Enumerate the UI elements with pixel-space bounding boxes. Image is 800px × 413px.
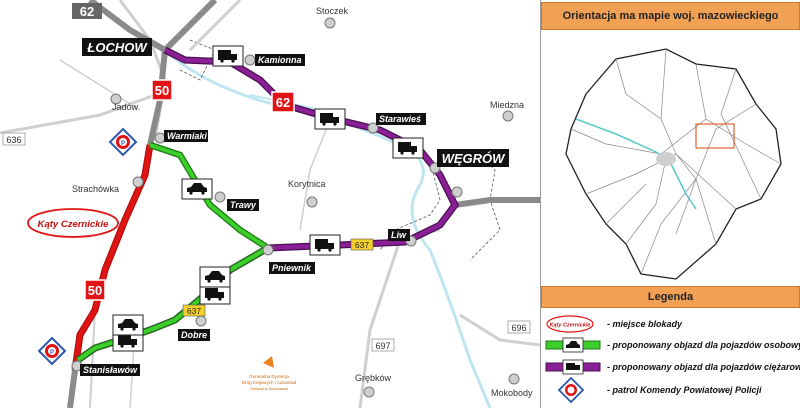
blockade-marker: Kąty Czernickie (27, 208, 119, 238)
svg-text:Dróg Krajowych i Autostrad: Dróg Krajowych i Autostrad (242, 380, 297, 385)
place-miedzna: Miedzna (490, 100, 524, 110)
svg-text:697: 697 (375, 341, 390, 351)
place-grebkow: Grębków (355, 373, 392, 383)
route-place-names: Kamionna Starawieś Warmiaki Trawy Liw Pn… (80, 54, 426, 376)
road-shield-62-top: 62 (72, 3, 102, 19)
svg-text:50: 50 (155, 83, 169, 98)
truck-sign (212, 45, 244, 67)
car-sign (199, 266, 231, 288)
place-kamionna: Kamionna (258, 55, 302, 65)
minor-roads (0, 0, 541, 409)
town-label-lochow: ŁOCHOW (82, 38, 152, 56)
legend-row-blockade: Kąty Czernickie - miejsce blokady (541, 313, 800, 335)
svg-text:Kąty Czernickie: Kąty Czernickie (38, 219, 109, 230)
svg-text:637: 637 (187, 306, 201, 316)
place-trawy: Trawy (230, 200, 257, 210)
svg-text:Generalna Dyrekcja: Generalna Dyrekcja (249, 374, 289, 379)
legend-text-blockade: - miejsce blokady (607, 319, 683, 329)
road-shield-62-mid: 62 (271, 91, 295, 113)
blockade-sample-icon: Kąty Czernickie (546, 315, 594, 333)
road-shield-636: 636 (2, 132, 26, 146)
legend-row-truck-detour: - proponowany objazd dla pojazdów ciężar… (541, 356, 800, 378)
svg-text:50: 50 (88, 283, 102, 298)
area-highlight-box (695, 123, 735, 149)
legend-row-police: - patrol Komendy Powiatowej Policji (541, 377, 800, 403)
map-svg: P (0, 0, 541, 409)
place-stoczek: Stoczek (316, 6, 349, 16)
boundary (469, 154, 501, 261)
car-sign (112, 314, 144, 336)
voivodeship-overview-map (565, 48, 782, 280)
police-patrol-icon (38, 337, 66, 365)
place-jadow: Jadów (112, 102, 139, 112)
svg-text:Kąty Czernickie: Kąty Czernickie (550, 323, 591, 329)
legend-row-car-detour: - proponowany objazd dla pojazdów osobow… (541, 334, 800, 356)
road-shield-696: 696 (507, 320, 531, 334)
place-starawies: Starawieś (379, 114, 421, 124)
place-warmiaki: Warmiaki (167, 131, 207, 141)
road-shield-50-bottom: 50 (84, 279, 106, 301)
blockade-route (72, 144, 153, 371)
side-panel: Orientacja ma mapie woj. mazowieckiego L… (541, 0, 800, 408)
road-shield-697: 697 (371, 338, 395, 352)
orientation-title-text: Orientacja ma mapie woj. mazowieckiego (562, 10, 779, 22)
place-strachowka: Strachówka (72, 184, 119, 194)
police-patrol-icon (109, 128, 137, 156)
town-label-wegrow: WĘGRÓW (437, 149, 509, 167)
svg-text:62: 62 (276, 95, 290, 110)
place-mokobody: Mokobody (491, 388, 533, 398)
map-area: P (0, 0, 541, 409)
truck-sign (314, 108, 346, 130)
place-korytnica: Korytnica (288, 179, 326, 189)
svg-text:696: 696 (511, 323, 526, 333)
svg-text:636: 636 (6, 135, 21, 145)
svg-text:WĘGRÓW: WĘGRÓW (442, 151, 507, 166)
road-shield-637-south: 637 (182, 304, 206, 317)
police-patrol-icon (557, 377, 585, 403)
car-detour-sample-icon (545, 337, 601, 353)
car-detour (76, 143, 272, 362)
divider (540, 0, 541, 408)
river (169, 53, 492, 409)
road-shield-50-top: 50 (151, 79, 173, 101)
svg-text:62: 62 (80, 4, 94, 19)
truck-sign (309, 234, 341, 256)
place-stanislawow: Stanisławów (83, 365, 138, 375)
gddkia-logo: Generalna Dyrekcja Dróg Krajowych i Auto… (242, 356, 297, 391)
svg-text:637: 637 (355, 240, 369, 250)
car-detour (76, 141, 275, 363)
legend-text-car-detour: - proponowany objazd dla pojazdów osobow… (607, 340, 800, 350)
highways (67, 0, 540, 409)
place-dobre: Dobre (181, 330, 207, 340)
town-dots (71, 17, 520, 398)
place-pniewnik: Pniewnik (272, 263, 312, 273)
legend-text-police: - patrol Komendy Powiatowej Policji (607, 385, 762, 395)
orientation-title: Orientacja ma mapie woj. mazowieckiego (541, 2, 800, 30)
legend-title: Legenda (541, 286, 800, 308)
car-sign (181, 178, 213, 200)
svg-text:ŁOCHOW: ŁOCHOW (86, 40, 148, 55)
place-liw: Liw (391, 230, 407, 240)
road-shield-637-east: 637 (350, 238, 374, 251)
legend-title-text: Legenda (647, 291, 694, 303)
svg-text:Oddział w Warszawie: Oddział w Warszawie (250, 386, 289, 391)
legend-text-truck-detour: - proponowany objazd dla pojazdów ciężar… (607, 362, 800, 372)
truck-sign (392, 137, 424, 159)
place-names: Stoczek Jadów Strachówka Korytnica Miedz… (72, 6, 533, 398)
truck-detour-sample-icon (545, 359, 601, 375)
